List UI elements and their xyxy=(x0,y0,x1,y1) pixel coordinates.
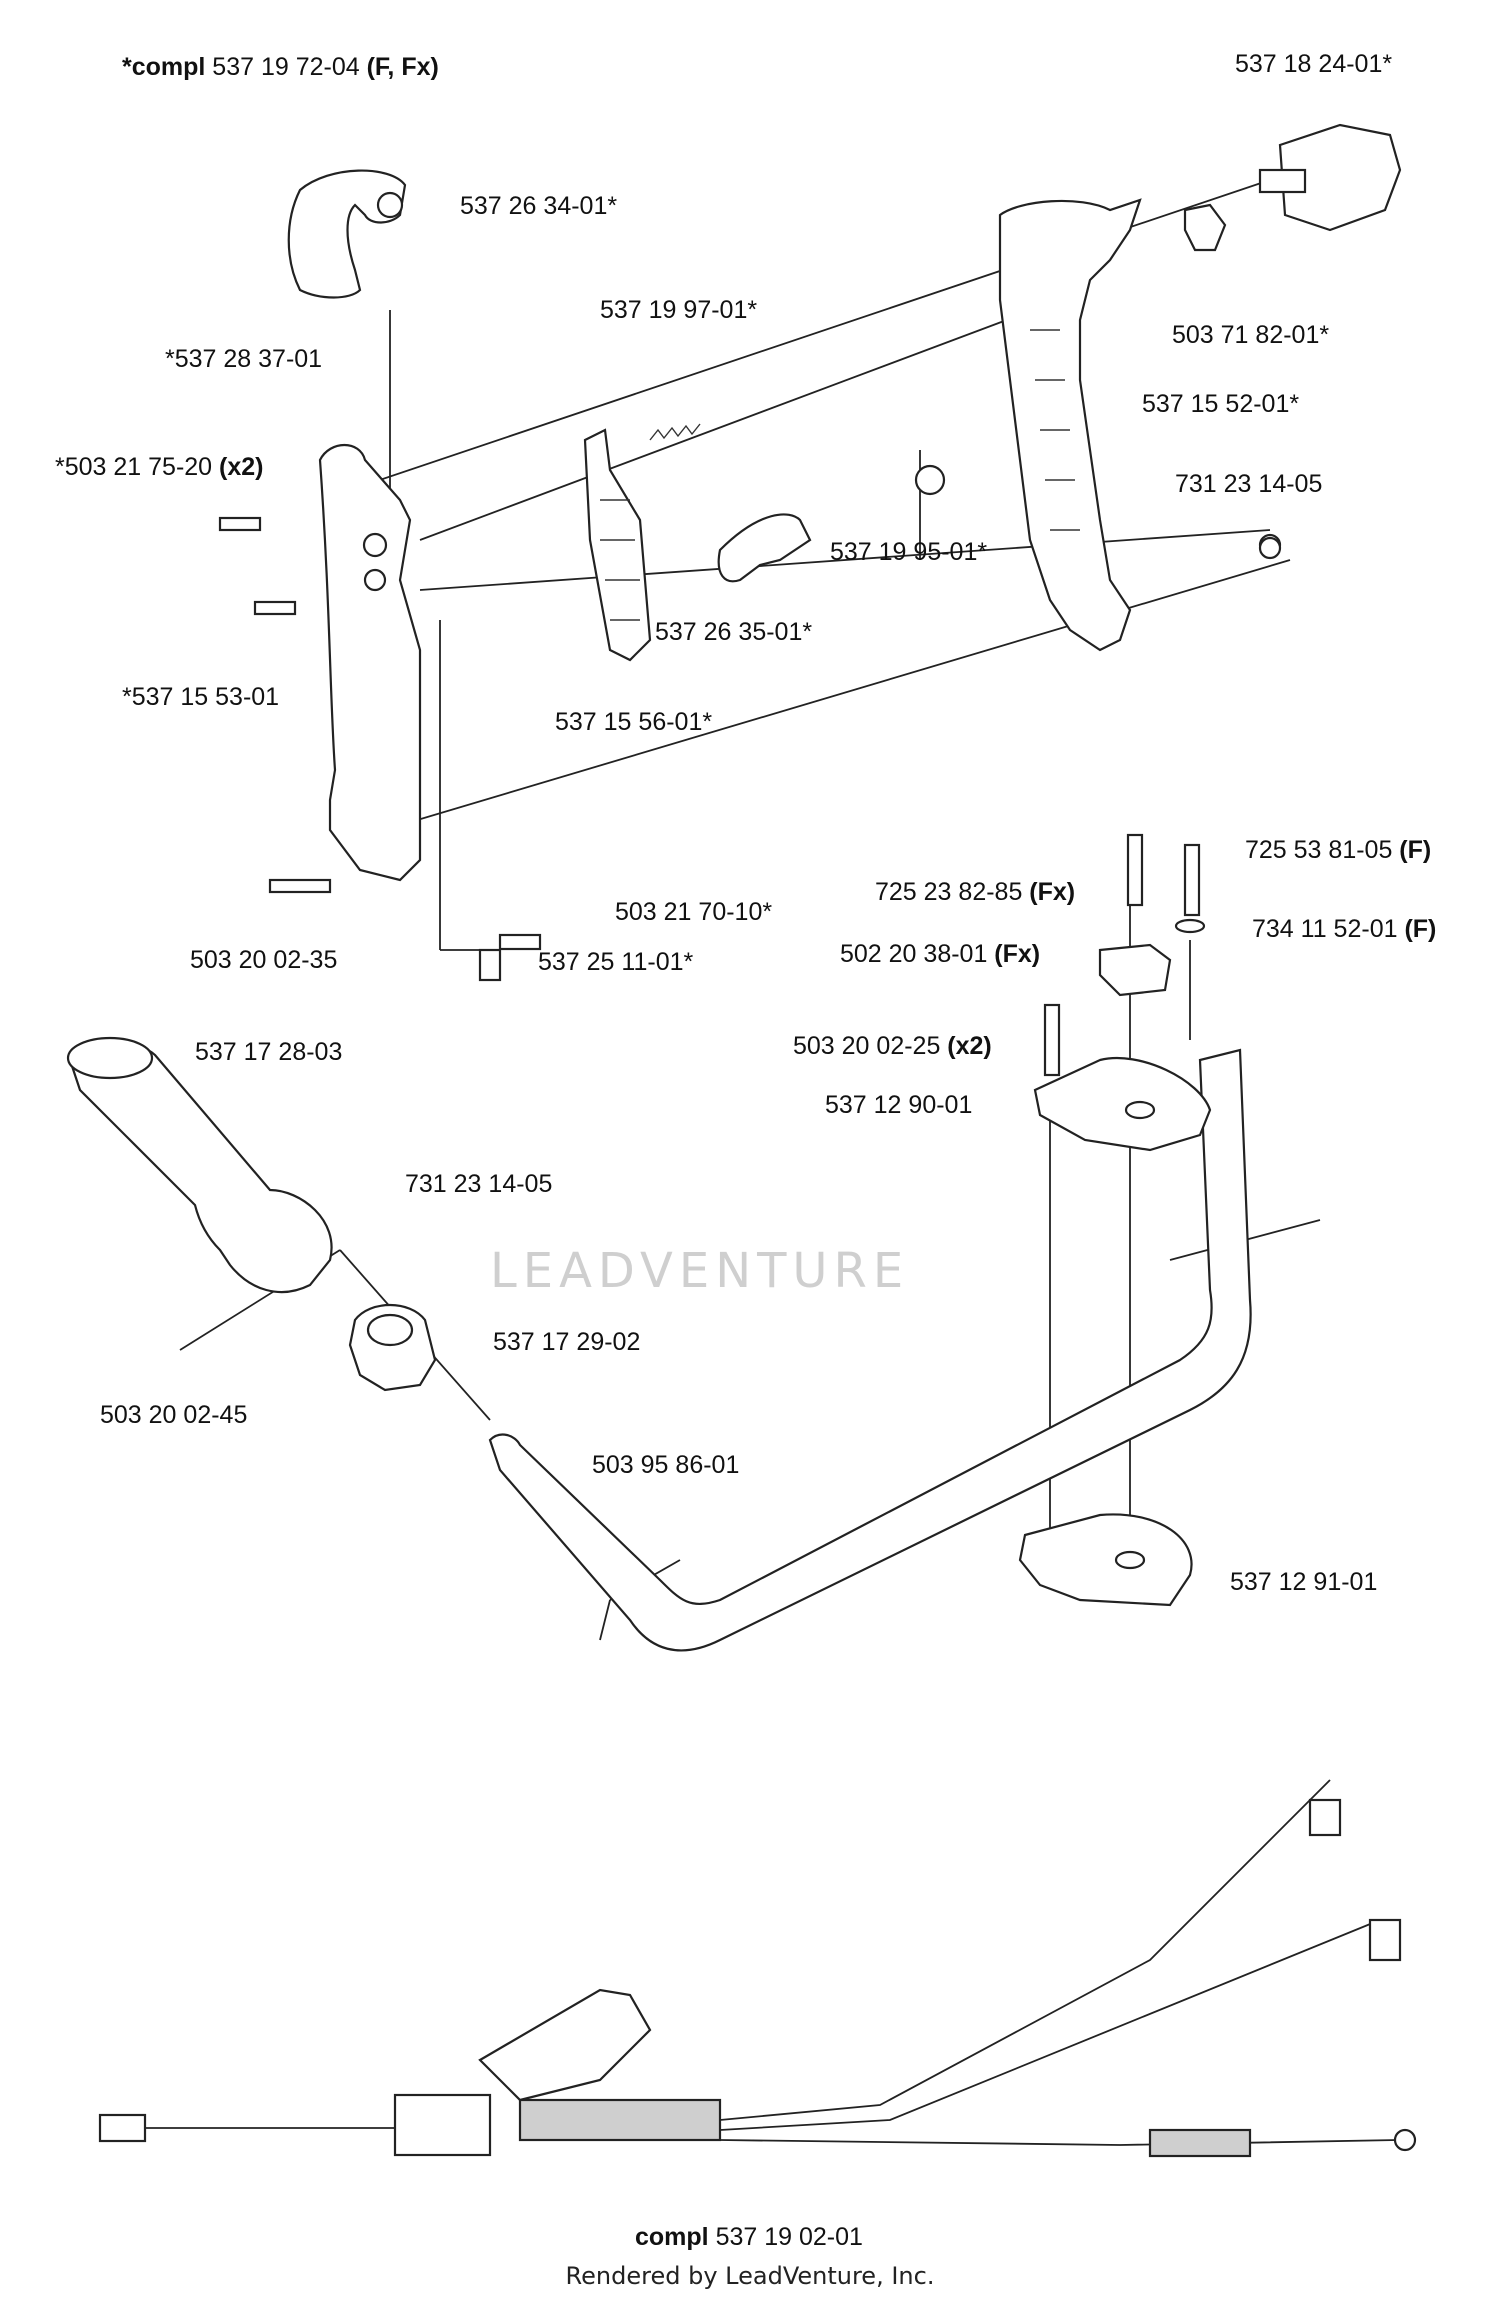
bracket-bolts xyxy=(1043,833,1206,1077)
label-725-23-82-85: 725 23 82-85 (Fx) xyxy=(875,878,1076,906)
lower-bracket xyxy=(1018,1513,1193,1607)
label-731-23-14-05-top: 731 23 14-05 xyxy=(1175,470,1323,498)
label-503-95-86-01: 503 95 86-01 xyxy=(592,1451,740,1479)
label-537-19-97-01: 537 19 97-01* xyxy=(600,296,758,324)
label-537-15-53-01: *537 15 53-01 xyxy=(122,683,280,711)
upper-bracket xyxy=(1033,943,1212,1152)
handle-end-cap xyxy=(1258,123,1402,232)
label-502-20-38-01: 502 20 38-01 (Fx) xyxy=(840,940,1041,968)
label-537-28-37-01: *537 28 37-01 xyxy=(165,345,323,373)
label-503-21-70-10: 503 21 70-10* xyxy=(615,898,773,926)
label-537-17-29-02: 537 17 29-02 xyxy=(493,1328,641,1356)
label-537-15-52-01: 537 15 52-01* xyxy=(1142,390,1300,418)
handle-clamp xyxy=(348,1303,437,1392)
label-537-26-34-01: 537 26 34-01* xyxy=(460,192,618,220)
handle-bar xyxy=(488,1048,1252,1652)
label-compl-537-19-72-04: *compl 537 19 72-04 (F, Fx) xyxy=(122,53,439,81)
label-537-15-56-01: 537 15 56-01* xyxy=(555,708,713,736)
spring xyxy=(649,423,701,441)
right-handle-half xyxy=(998,198,1142,652)
label-537-12-91-01: 537 12 91-01 xyxy=(1230,1568,1378,1596)
label-734-11-52-01: 734 11 52-01 (F) xyxy=(1252,915,1437,943)
label-537-17-28-03: 537 17 28-03 xyxy=(195,1038,343,1066)
label-503-20-02-45: 503 20 02-45 xyxy=(100,1401,248,1429)
left-handle-half xyxy=(318,444,422,882)
label-503-20-02-35: 503 20 02-35 xyxy=(190,946,338,974)
label-537-18-24-01: 537 18 24-01* xyxy=(1235,50,1393,78)
stop-switch xyxy=(1183,203,1227,252)
trigger xyxy=(583,428,652,662)
label-503-20-02-25: 503 20 02-25 (x2) xyxy=(793,1032,992,1060)
footer-credit: Rendered by LeadVenture, Inc. xyxy=(565,2262,935,2290)
label-537-26-35-01: 537 26 35-01* xyxy=(655,618,813,646)
label-537-12-90-01: 537 12 90-01 xyxy=(825,1091,973,1119)
handle-grip xyxy=(66,1036,333,1294)
throttle-knob xyxy=(287,169,407,299)
label-503-71-82-01: 503 71 82-01* xyxy=(1172,321,1330,349)
label-compl-537-19-02-01: compl 537 19 02-01 xyxy=(635,2223,863,2251)
throttle-cable xyxy=(98,1779,1417,2158)
fasteners xyxy=(218,516,1282,982)
label-537-25-11-01: 537 25 11-01* xyxy=(538,948,694,976)
watermark: LEADVENTURE xyxy=(490,1243,910,1299)
label-725-53-81-05: 725 53 81-05 (F) xyxy=(1245,836,1432,864)
label-503-21-75-20: *503 21 75-20 (x2) xyxy=(55,453,264,481)
label-731-23-14-05-mid: 731 23 14-05 xyxy=(405,1170,553,1198)
label-537-19-95-01: 537 19 95-01* xyxy=(830,538,988,566)
